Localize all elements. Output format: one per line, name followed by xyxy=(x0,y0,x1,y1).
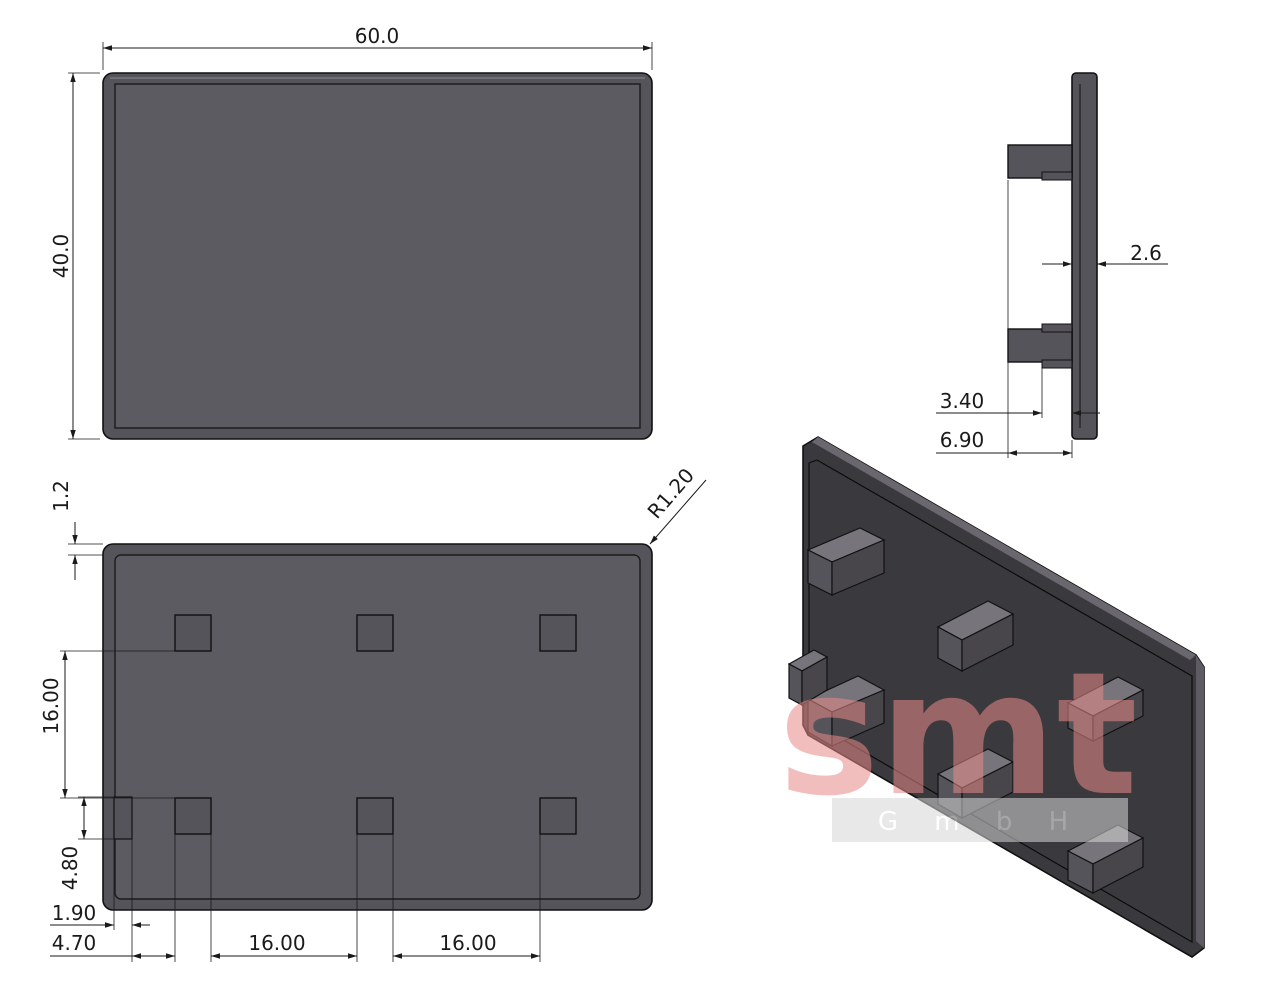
vertical-pitch-dimension: 16.00 xyxy=(39,650,175,799)
thickness-dimension: 2.6 xyxy=(1042,241,1168,267)
radius-callout: R1.20 xyxy=(642,463,707,545)
height-label: 40.0 xyxy=(49,234,73,279)
front-view xyxy=(102,72,653,440)
dim-190-label: 1.90 xyxy=(52,901,97,925)
width-label: 60.0 xyxy=(355,24,400,48)
vertical-pitch-label: 16.00 xyxy=(39,677,63,734)
offset-340-label: 3.40 xyxy=(940,389,985,413)
tab-height-label: 4.80 xyxy=(58,846,82,891)
edge-dimension: 1.2 xyxy=(49,480,103,580)
offset-690-label: 6.90 xyxy=(940,428,985,452)
edge-label: 1.2 xyxy=(49,480,73,512)
thickness-label: 2.6 xyxy=(1130,241,1162,265)
depth-dimensions: 3.40 6.90 xyxy=(936,180,1100,458)
horizontal-pitch-dimensions: 16.00 16.00 xyxy=(210,834,541,962)
tab-offset-dimensions: 1.90 4.70 xyxy=(50,834,176,962)
dim-470-label: 4.70 xyxy=(52,931,97,955)
radius-label: R1.20 xyxy=(642,463,698,523)
iso-tabs xyxy=(787,527,1145,894)
horizontal-pitch-label-2: 16.00 xyxy=(439,931,496,955)
horizontal-pitch-label-1: 16.00 xyxy=(248,931,305,955)
height-dimension: 40.0 xyxy=(49,72,100,440)
mounting-tabs xyxy=(174,614,577,835)
tab-height-dimension: 4.80 xyxy=(58,796,114,891)
watermark-sub: G m b H xyxy=(878,807,1082,837)
back-view xyxy=(102,543,653,911)
width-dimension: 60.0 xyxy=(102,24,653,70)
side-view xyxy=(1007,72,1098,440)
watermark-logo: smt G m b H xyxy=(778,636,1138,842)
